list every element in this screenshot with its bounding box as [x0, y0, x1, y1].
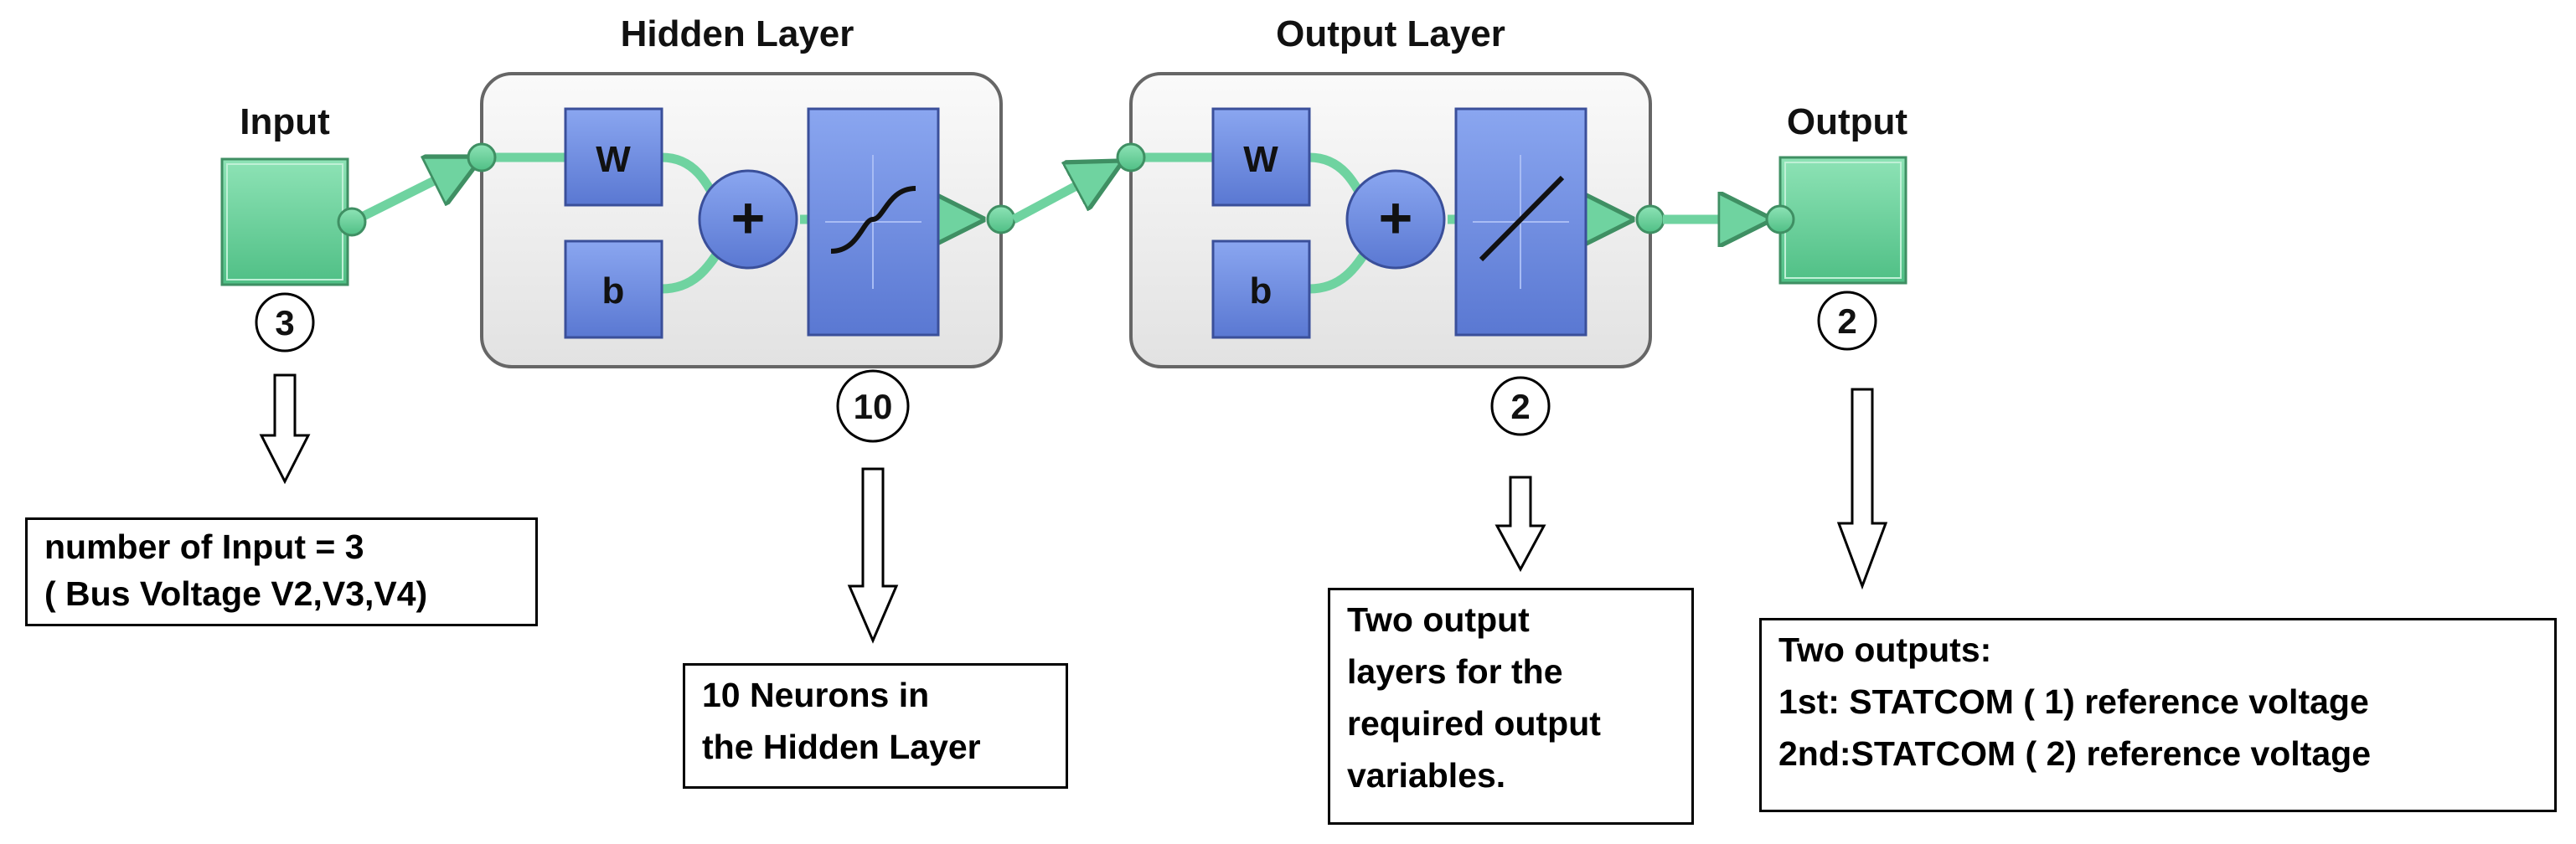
input-title: Input	[240, 101, 330, 142]
output-bias-block: b	[1211, 239, 1311, 339]
sigmoid-curve-icon	[830, 186, 916, 254]
hollow-down-arrow-icon	[1836, 388, 1888, 590]
hidden-neuron-count: 10	[854, 387, 893, 426]
output-layer-neuron-count: 2	[1510, 387, 1530, 426]
hidden-sum-node: +	[698, 169, 798, 270]
output-layer-box: W b +	[1129, 72, 1652, 368]
hidden-note: 10 Neurons in the Hidden Layer	[683, 663, 1068, 789]
output-layer-neuron-count-badge: 2	[1490, 376, 1551, 436]
output-block	[1778, 156, 1907, 285]
output-note-line: Two outputs:	[1778, 630, 1992, 669]
hidden-weight-label: W	[596, 139, 631, 180]
output-layer-title: Output Layer	[1276, 13, 1505, 54]
hidden-bias-block: b	[564, 239, 663, 339]
input-block	[220, 157, 349, 286]
hollow-down-arrow-icon	[259, 373, 311, 485]
output-layer-input-port-dot	[1116, 142, 1146, 172]
hidden-input-port-dot	[467, 142, 497, 172]
hidden-to-output-connector	[1011, 163, 1118, 224]
hidden-note-line: the Hidden Layer	[702, 728, 981, 766]
input-to-hidden-connector	[349, 159, 478, 226]
input-count: 3	[275, 303, 294, 342]
hidden-transfer-block	[807, 107, 940, 337]
output-layer-note-line: layers for the	[1347, 652, 1563, 691]
output-sum-symbol: +	[1379, 185, 1413, 250]
hidden-neuron-count-badge: 10	[836, 369, 910, 443]
output-title: Output	[1787, 101, 1908, 142]
hidden-bias-label: b	[602, 270, 625, 311]
output-note: Two outputs: 1st: STATCOM ( 1) reference…	[1759, 618, 2557, 812]
input-note: number of Input = 3 ( Bus Voltage V2,V3,…	[25, 517, 538, 626]
input-note-line: ( Bus Voltage V2,V3,V4)	[44, 574, 428, 613]
hollow-down-arrow-icon	[1494, 476, 1546, 573]
hidden-output-port-dot	[986, 204, 1016, 234]
hidden-sum-symbol: +	[731, 185, 766, 250]
hidden-note-line: 10 Neurons in	[702, 676, 930, 714]
output-layer-output-port-dot	[1635, 204, 1665, 234]
output-layer-note-line: required output	[1347, 704, 1601, 743]
hidden-layer-title: Hidden Layer	[621, 13, 854, 54]
linear-line-icon	[1479, 175, 1565, 262]
output-layer-note-line: Two output	[1347, 600, 1530, 639]
output-layer-note: Two output layers for the required outpu…	[1328, 588, 1694, 825]
input-note-line: number of Input = 3	[44, 528, 364, 566]
output-weight-label: W	[1243, 139, 1278, 180]
output-transfer-block	[1454, 107, 1587, 337]
input-count-badge: 3	[255, 292, 315, 353]
output-note-line: 1st: STATCOM ( 1) reference voltage	[1778, 682, 2369, 721]
output-sum-node: +	[1345, 169, 1446, 270]
hollow-down-arrow-icon	[847, 467, 899, 644]
output-port-dot	[1765, 204, 1795, 234]
hidden-layer-box: W b +	[480, 72, 1003, 368]
hidden-weight-block: W	[564, 107, 663, 207]
output-count: 2	[1837, 301, 1856, 341]
output-bias-label: b	[1250, 270, 1273, 311]
input-port-dot	[337, 207, 367, 237]
output-weight-block: W	[1211, 107, 1311, 207]
output-note-line: 2nd:STATCOM ( 2) reference voltage	[1778, 734, 2371, 773]
output-layer-note-line: variables.	[1347, 756, 1506, 795]
output-count-badge: 2	[1817, 291, 1877, 351]
